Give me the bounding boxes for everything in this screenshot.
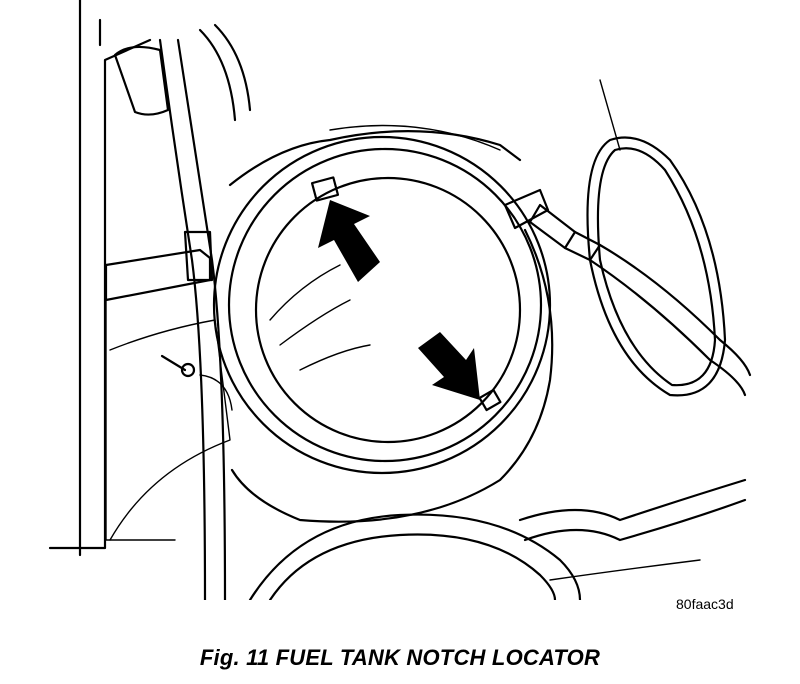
fuel-tank: [228, 124, 554, 523]
fuel-fitting: [503, 188, 752, 397]
pump-module-ring: [212, 135, 552, 475]
fuel-lines: [113, 23, 252, 600]
arrow-top: [318, 200, 380, 282]
arrow-bottom: [418, 332, 480, 400]
body-panel: [48, 0, 231, 557]
figure-caption: Fig. 11 FUEL TANK NOTCH LOCATOR: [199, 645, 601, 670]
fuel-tank-illustration: [48, 0, 752, 600]
lower-hoses: [248, 478, 747, 600]
hose-loop: [586, 79, 727, 397]
notch-locator-bottom: [478, 388, 502, 412]
figure-reference-code: 80faac3d: [676, 596, 734, 612]
notch-locator-top: [310, 176, 340, 202]
bolt: [160, 354, 233, 411]
